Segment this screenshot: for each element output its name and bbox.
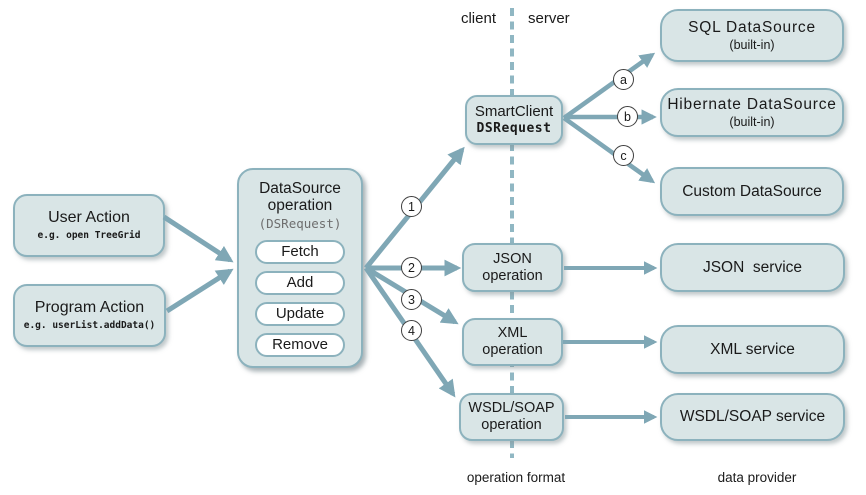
user-action-box: User Action e.g. open TreeGrid: [13, 194, 165, 257]
connector-badge-a: a: [613, 69, 634, 90]
smartclient-dsrequest-box: SmartClient DSRequest: [465, 95, 563, 145]
connector-badge-1: 1: [401, 196, 422, 217]
smartclient-request-type: DSRequest: [476, 120, 552, 136]
custom-datasource-title: Custom DataSource: [682, 182, 822, 200]
operation-format-label: operation format: [466, 470, 566, 485]
hibernate-datasource-title: Hibernate DataSource: [667, 95, 837, 113]
xml-operation-box: XML operation: [462, 318, 563, 366]
user-action-example: e.g. open TreeGrid: [37, 230, 141, 242]
arrow-a-to-sql-datasource: [562, 52, 656, 120]
arrow-program-action-to-datasource: [165, 268, 234, 314]
wsdl-operation-line2: operation: [481, 417, 542, 433]
json-operation-box: JSON operation: [462, 243, 563, 292]
json-operation-line1: JSON: [493, 250, 532, 267]
xml-operation-line1: XML: [497, 325, 528, 342]
program-action-title: Program Action: [34, 298, 145, 316]
custom-datasource-box: Custom DataSource: [660, 167, 844, 216]
datasource-operation-title-line1: DataSource: [259, 179, 341, 197]
user-action-title: User Action: [48, 208, 130, 226]
arrow-user-action-to-datasource: [162, 214, 234, 263]
xml-operation-line2: operation: [482, 342, 543, 358]
xml-service-box: XML service: [660, 325, 845, 374]
wsdl-soap-service-box: WSDL/SOAP service: [660, 393, 845, 441]
sql-datasource-box: SQL DataSource (built-in): [660, 9, 844, 62]
hibernate-datasource-box: Hibernate DataSource (built-in): [660, 88, 844, 137]
wsdl-soap-operation-box: WSDL/SOAP operation: [459, 393, 564, 441]
connector-badge-c: c: [613, 145, 634, 166]
program-action-box: Program Action e.g. userList.addData(): [13, 284, 166, 347]
fetch-operation-pill: Fetch: [255, 239, 345, 264]
hibernate-datasource-subtitle: (built-in): [729, 114, 775, 129]
operation-pill-list: Fetch Add Update Remove: [255, 239, 345, 357]
sql-datasource-title: SQL DataSource: [688, 18, 816, 36]
program-action-example: e.g. userList.addData(): [23, 320, 156, 332]
wsdl-operation-line1: WSDL/SOAP: [468, 400, 555, 417]
smartclient-title: SmartClient: [474, 103, 554, 121]
remove-operation-pill: Remove: [255, 332, 345, 357]
json-service-title: JSON service: [702, 258, 803, 276]
json-service-box: JSON service: [660, 243, 845, 292]
arrow-c-to-custom-datasource: [562, 116, 656, 184]
connector-badge-3: 3: [401, 289, 422, 310]
sql-datasource-subtitle: (built-in): [729, 37, 775, 52]
xml-service-title: XML service: [710, 340, 795, 358]
wsdl-service-title: WSDL/SOAP service: [679, 408, 826, 426]
dsrequest-type-label: (DSRequest): [258, 216, 342, 232]
connector-badge-2: 2: [401, 257, 422, 278]
connector-badge-b: b: [617, 106, 638, 127]
update-operation-pill: Update: [255, 301, 345, 326]
datasource-operation-box: DataSource operation (DSRequest) Fetch A…: [237, 168, 363, 368]
json-operation-line2: operation: [482, 267, 543, 284]
datasource-operation-title-line2: operation: [267, 197, 333, 215]
connector-badge-4: 4: [401, 320, 422, 341]
data-provider-label: data provider: [717, 470, 797, 485]
client-lane-label: client: [460, 10, 496, 27]
add-operation-pill: Add: [255, 270, 345, 295]
server-lane-label: server: [528, 10, 570, 27]
